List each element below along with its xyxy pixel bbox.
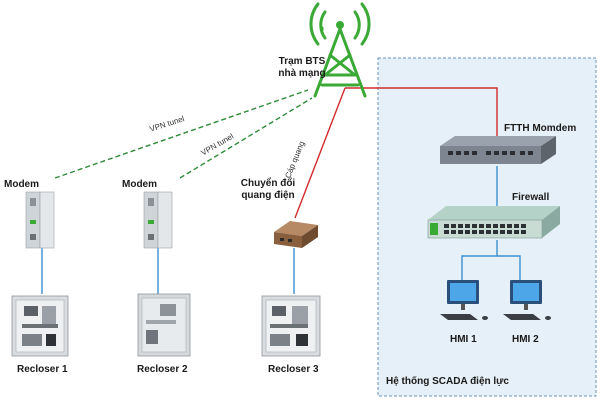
fiber-link [294,87,498,219]
vpn-link-1 [54,89,309,179]
bts-label-line2: nhà mạng [278,68,326,79]
converter-label-line1: Chuyển đổi [240,178,296,189]
recloser-1-label: Recloser 1 [17,364,68,375]
vpn-link-2 [179,97,313,179]
hmi-1-computer-icon [440,280,488,320]
hmi-2-label: HMI 2 [512,334,539,345]
recloser-3-label: Recloser 3 [268,364,319,375]
scada-zone-label: Hệ thống SCADA điện lực [386,376,509,387]
ftth-modem-icon [440,136,556,164]
bts-label-line1: Trạm BTS [278,56,326,67]
local-links [41,166,521,294]
firewall-label: Firewall [512,192,550,203]
ftth-label: FTTH Momdem [504,123,577,134]
recloser-3-cabinet-icon [261,295,321,357]
recloser-2-cabinet-icon [137,293,191,357]
recloser-1-cabinet-icon [11,295,69,357]
modem-2-device-icon [143,191,173,249]
media-converter-icon [274,221,318,248]
modem-2-label: Modem [122,179,157,190]
bts-tower-icon [309,2,371,98]
hmi-1-label: HMI 1 [450,334,477,345]
modem-1-label: Modem [4,179,39,190]
modem-1-device-icon [25,191,55,249]
converter-label-line2: quang điện [241,190,295,201]
firewall-switch-icon [427,206,560,239]
hmi-2-computer-icon [503,280,551,320]
recloser-2-label: Recloser 2 [137,364,188,375]
